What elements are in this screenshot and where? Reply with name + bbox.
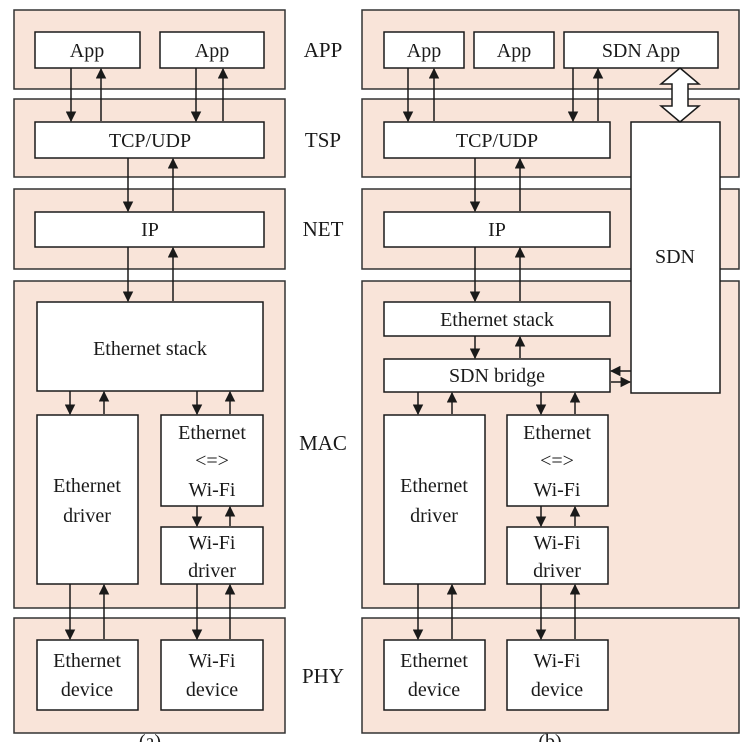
right-app1-box [383,31,465,69]
left-eth-wifi-box [160,414,264,507]
left-eth-stack-label: Ethernet stack [93,338,207,360]
right-eth-driver-box [383,414,486,585]
left-app2-label: App [195,40,229,62]
right-eth-stack-box [383,301,611,337]
right-app2-box [473,31,555,69]
left-wifi-device-label-1: Wi-Fi [189,650,236,672]
right-sdn-box [630,121,721,394]
left-tcp-box [34,121,265,159]
right-tcp-box [383,121,611,159]
right-sdn-label: SDN [655,246,695,268]
right-ip-box [383,211,611,248]
right-sdn-app-label: SDN App [602,40,680,62]
left-eth-device-box [36,639,139,711]
left-eth-device-label-1: Ethernet [53,650,121,672]
left-eth-stack-box [36,301,264,392]
right-eth-wifi-label-2: <=> [540,450,574,472]
right-app2-label: App [497,40,531,62]
layer-app-label: APP [304,38,343,62]
right-wifi-driver-box [506,526,609,585]
left-app1-box [34,31,141,69]
left-app2-box [159,31,265,69]
right-tcp-label: TCP/UDP [456,130,538,152]
right-sdn-bridge-box [383,358,611,393]
layer-net-label: NET [303,217,344,241]
right-wifi-driver-label-1: Wi-Fi [534,532,581,554]
right-eth-wifi-label-3: Wi-Fi [534,479,581,501]
right-eth-wifi-box [506,414,609,507]
left-eth-driver-box [36,414,139,585]
left-eth-driver-label-2: driver [63,505,111,527]
layer-tsp-label: TSP [305,128,341,152]
layer-phy-label: PHY [302,664,344,688]
right-wifi-device-box [506,639,609,711]
right-sdn-app-box [563,31,719,69]
left-ip-label: IP [141,219,159,241]
left-eth-wifi-label-2: <=> [195,450,229,472]
left-eth-device-label-2: device [61,679,113,701]
right-wifi-device-label-1: Wi-Fi [534,650,581,672]
right-eth-wifi-label-1: Ethernet [523,422,591,444]
right-eth-driver-label-2: driver [410,505,458,527]
left-wifi-driver-label-1: Wi-Fi [189,532,236,554]
sdn-app-double-arrow [658,67,702,123]
left-arrows [64,67,236,641]
left-wifi-driver-label-2: driver [188,560,236,582]
left-wifi-device-label-2: device [186,679,238,701]
right-eth-stack-label: Ethernet stack [440,309,554,331]
right-app1-label: App [407,40,441,62]
left-tcp-label: TCP/UDP [109,130,191,152]
layer-mac-label: MAC [299,431,347,455]
right-eth-driver-label-1: Ethernet [400,475,468,497]
right-caption: (b) [538,731,561,742]
left-app1-label: App [70,40,104,62]
right-wifi-device-label-2: device [531,679,583,701]
right-wifi-driver-label-2: driver [533,560,581,582]
right-eth-device-label-1: Ethernet [400,650,468,672]
right-sdn-bridge-label: SDN bridge [449,365,545,387]
left-eth-wifi-label-3: Wi-Fi [189,479,236,501]
left-eth-driver-label-1: Ethernet [53,475,121,497]
right-ip-label: IP [488,219,506,241]
left-caption: (a) [139,731,161,742]
left-wifi-driver-box [160,526,264,585]
left-ip-box [34,211,265,248]
right-eth-device-label-2: device [408,679,460,701]
right-eth-device-box [383,639,486,711]
left-wifi-device-box [160,639,264,711]
right-arrows [402,67,632,641]
left-eth-wifi-label-1: Ethernet [178,422,246,444]
